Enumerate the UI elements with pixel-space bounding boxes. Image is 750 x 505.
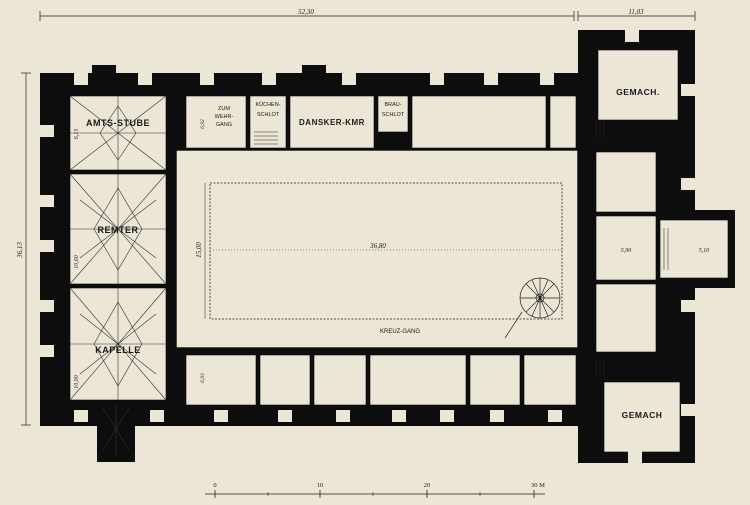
dim-ostbau-a: 5,90 xyxy=(621,248,632,254)
dim-remter-vert: 10,60 xyxy=(74,255,80,269)
dim-top-main: 52,30 xyxy=(298,8,314,16)
stair-details xyxy=(254,120,669,378)
room-labels: AMTS-STUBE REMTER KAPELLE ZUM WEHR- GANG… xyxy=(86,87,662,420)
dim-court-width: 36,80 xyxy=(369,242,386,250)
scale-label-0: 0 xyxy=(213,482,216,489)
dim-top-right: 11,03 xyxy=(628,8,644,16)
interior-dimensions: 36,80 15,00 5,90 5,10 6,15 10,60 10,90 6… xyxy=(74,119,709,389)
dim-court-height: 15,00 xyxy=(195,242,203,258)
dim-kapelle-vert: 10,90 xyxy=(74,375,80,389)
label-kapelle: KAPELLE xyxy=(95,345,141,355)
label-kuechen-schlot-2: SCHLOT xyxy=(257,112,280,118)
label-remter: REMTER xyxy=(98,225,139,235)
spiral-stair xyxy=(504,277,561,339)
label-brau-schlot-2: SCHLOT xyxy=(382,112,405,118)
label-zum-wehrgang-2: WEHR- xyxy=(215,114,234,120)
dim-amts-vert: 6,15 xyxy=(74,129,80,140)
dim-south-small: 6,93 xyxy=(200,373,206,383)
label-dansker: DANSKER-KMR xyxy=(299,118,365,127)
scale-bar: 0 10 20 30 M xyxy=(205,482,545,498)
label-zum-wehrgang-3: GANG xyxy=(216,122,232,128)
label-gemach-bottom: GEMACH xyxy=(622,410,663,420)
window-openings xyxy=(40,30,695,463)
label-amts-stube: AMTS-STUBE xyxy=(86,118,150,128)
courtyard xyxy=(175,149,579,349)
dimension-lines xyxy=(21,11,696,426)
dim-left-height: 36,13 xyxy=(16,242,24,259)
label-brau-schlot-1: BRAU- xyxy=(384,102,401,108)
label-kuechen-schlot-1: KÜCHEN- xyxy=(255,101,280,108)
label-zum-wehrgang-1: ZUM xyxy=(218,106,230,112)
label-gemach-top: GEMACH. xyxy=(616,87,660,97)
vault-ribs xyxy=(69,95,167,456)
dim-ostbau-b: 5,10 xyxy=(699,248,710,254)
scale-label-10: 10 xyxy=(317,482,324,489)
dim-north-small: 6,92 xyxy=(200,119,206,129)
label-kreuzgang: KREUZ-GANG xyxy=(380,329,420,335)
scale-label-20: 20 xyxy=(424,482,431,489)
scale-label-30: 30 M xyxy=(531,482,545,489)
